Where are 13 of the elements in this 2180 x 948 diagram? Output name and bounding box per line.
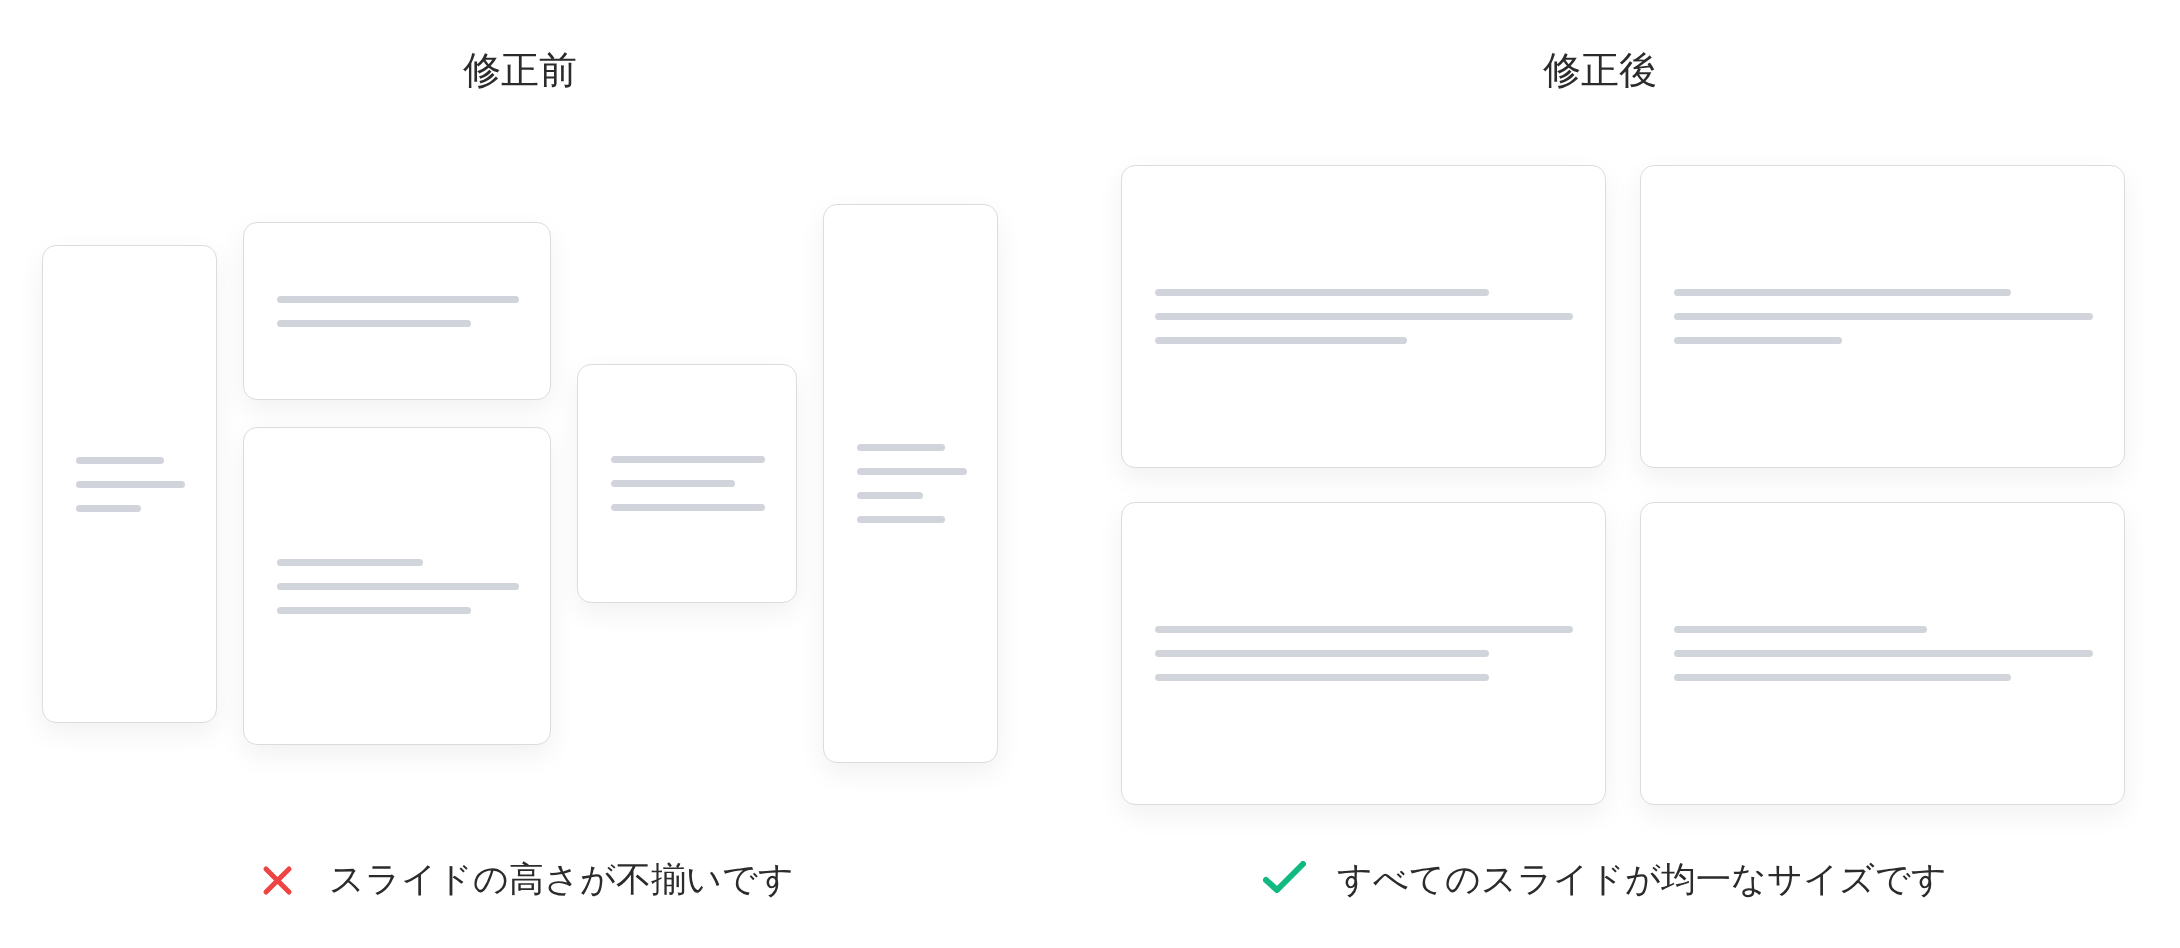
status-caption: スライドの高さが不揃いです	[329, 858, 794, 900]
slide-card	[243, 427, 551, 745]
panel-heading: 修正後	[1542, 48, 1658, 93]
slide-card	[1640, 165, 2125, 468]
slide-card	[1121, 502, 1606, 805]
slide-card	[1121, 165, 1606, 468]
slide-card	[1640, 502, 2125, 805]
slide-card	[823, 204, 998, 763]
slide-card	[577, 364, 797, 603]
slide-card	[243, 222, 551, 400]
slide-card	[42, 245, 217, 723]
panel-heading: 修正前	[462, 48, 578, 93]
status-caption: すべてのスライドが均一なサイズです	[1337, 858, 1947, 900]
